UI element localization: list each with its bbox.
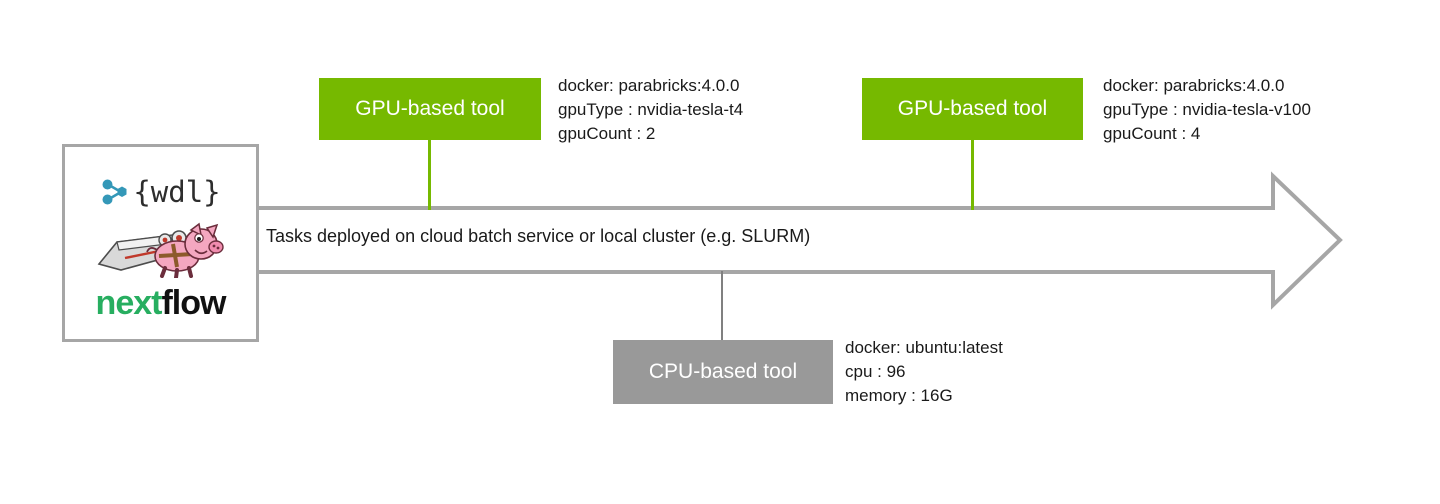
spec-line: gpuType : nvidia-tesla-v100 <box>1103 100 1311 119</box>
spec-line: gpuType : nvidia-tesla-t4 <box>558 100 744 119</box>
spec-line: memory : 16G <box>845 386 953 405</box>
wdl-node-graph-icon <box>102 179 127 205</box>
spec-block-cpu-1: docker: ubuntu:latest cpu : 96 memory : … <box>845 336 1003 408</box>
spec-line: docker: parabricks:4.0.0 <box>1103 76 1285 95</box>
nextflow-next-text: next <box>95 283 163 322</box>
nextflow-flow-text: flow <box>161 283 226 322</box>
spec-line: docker: parabricks:4.0.0 <box>558 76 740 95</box>
wdl-wordmark: {wdl} <box>133 174 221 209</box>
spec-line: gpuCount : 2 <box>558 124 656 143</box>
workflow-engines-box: {wdl} <box>62 144 259 342</box>
spec-line: docker: ubuntu:latest <box>845 338 1003 357</box>
snakemake-logo <box>65 215 256 281</box>
task-box-gpu-1[interactable]: GPU-based tool <box>319 78 541 140</box>
connector-gpu-tool-2 <box>971 140 974 210</box>
task-box-cpu-1[interactable]: CPU-based tool <box>613 340 833 404</box>
connector-cpu-tool-1 <box>721 271 723 341</box>
snakemake-pig-icon <box>97 222 224 278</box>
spec-line: gpuCount : 4 <box>1103 124 1201 143</box>
task-box-gpu-2[interactable]: GPU-based tool <box>862 78 1083 140</box>
wdl-logo: {wdl} <box>65 169 256 215</box>
connector-gpu-tool-1 <box>428 140 431 210</box>
spec-block-gpu-1: docker: parabricks:4.0.0 gpuType : nvidi… <box>558 74 743 146</box>
arrow-label: Tasks deployed on cloud batch service or… <box>266 226 811 246</box>
spec-block-gpu-2: docker: parabricks:4.0.0 gpuType : nvidi… <box>1103 74 1311 146</box>
deployment-arrow <box>256 171 1343 310</box>
spec-line: cpu : 96 <box>845 362 906 381</box>
